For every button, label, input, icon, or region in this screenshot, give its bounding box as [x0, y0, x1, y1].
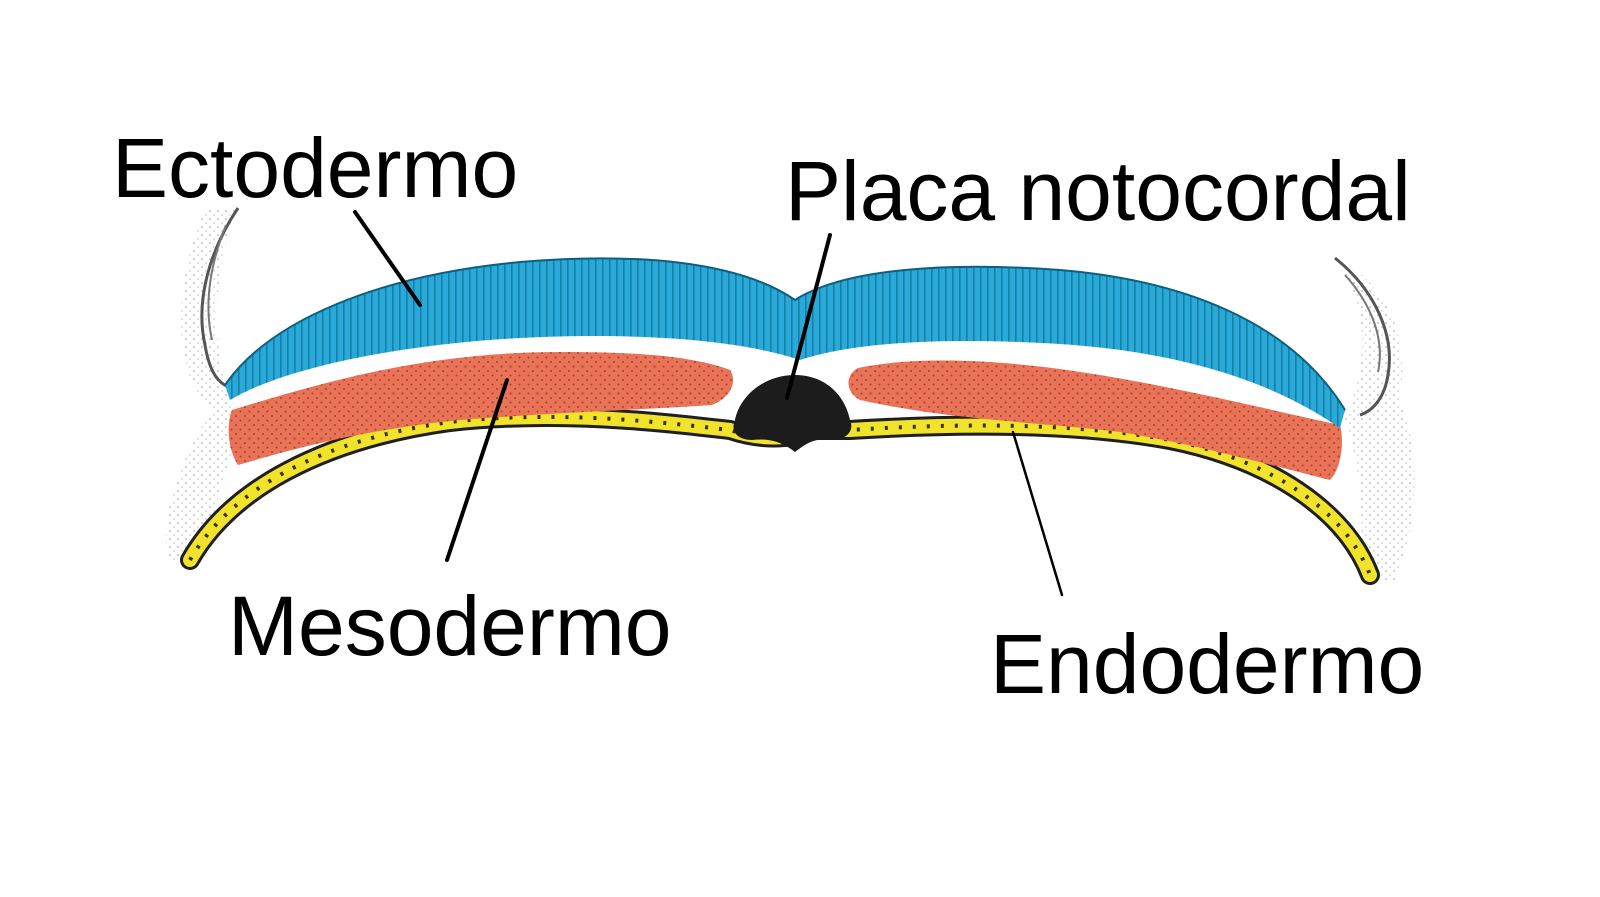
mesoderm-left-wing-dots	[228, 352, 734, 465]
ectoderm-band-stripes	[225, 258, 1345, 428]
ectoderm-layer	[224, 257, 1346, 428]
ectoderm-band-outline	[224, 257, 1346, 411]
right-side-fold-line-inner	[1344, 274, 1381, 373]
left-side-tissue	[165, 207, 245, 560]
endoderm-cell-dots	[188, 414, 1372, 576]
right-side-tissue-fill	[1330, 255, 1415, 580]
left-side-tissue-fill	[165, 210, 245, 560]
mesoderm-label: Mesodermo	[228, 579, 672, 673]
notochordal-plate-label: Placa notocordal	[785, 144, 1411, 238]
notochordal-plate-leader-line	[785, 233, 832, 400]
ectoderm-leader-line	[353, 210, 422, 307]
endoderm-leader-line	[1011, 430, 1064, 597]
mesoderm-leader-line	[445, 378, 509, 562]
mesoderm-layer	[228, 352, 1342, 480]
right-side-tissue	[1330, 255, 1415, 580]
mesoderm-right-wing-dots	[848, 360, 1342, 480]
ectoderm-label: Ectodermo	[112, 121, 518, 215]
notochordal-plate-shape	[733, 375, 852, 452]
left-side-fold-line-inner	[207, 224, 227, 341]
endoderm-label: Endodermo	[990, 617, 1424, 711]
right-side-fold-line	[1334, 256, 1391, 417]
